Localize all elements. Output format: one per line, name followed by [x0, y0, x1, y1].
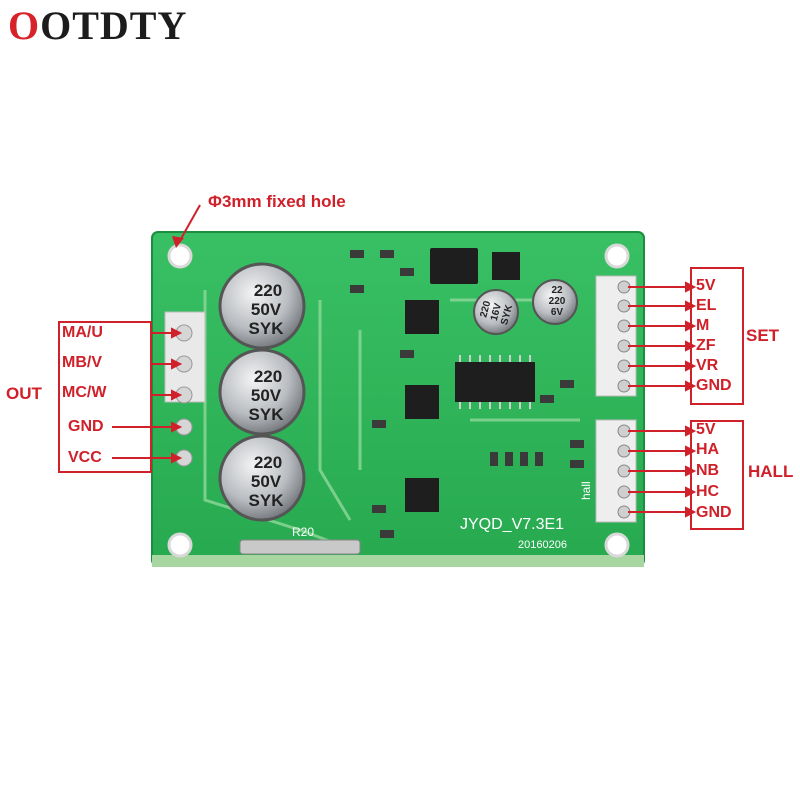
hall-pin-5v: 5V	[696, 421, 716, 438]
cap-small2-line1: 22	[551, 285, 563, 296]
set-header	[595, 275, 637, 397]
set-pin-zf: ZF	[696, 337, 716, 354]
hall-pin-nb: NB	[696, 462, 720, 479]
out-pin-gnd: GND	[68, 418, 104, 435]
board-model: JYQD_V7.3E1	[460, 516, 564, 533]
resistor-label: R20	[292, 525, 314, 539]
cap-small1-line2: 16V	[489, 302, 504, 322]
brand-logo: OOTDTY	[8, 2, 187, 49]
capacitor-large-2	[218, 348, 306, 436]
brand-first-letter: O	[8, 3, 41, 48]
hall-silk-label: hall	[579, 481, 593, 500]
out-pin-mb: MB/V	[62, 354, 102, 371]
hall-group-label: HALL	[748, 462, 794, 481]
hall-pin-gnd: GND	[696, 504, 732, 521]
out-pin-box	[58, 321, 152, 473]
hall-pin-ha: HA	[696, 441, 720, 458]
set-pin-5v: 5V	[696, 277, 716, 294]
capacitor-small-1	[473, 289, 519, 335]
cap3-line2: 50V	[251, 472, 282, 491]
brand-rest: OTDTY	[40, 3, 188, 48]
cap-small1-line1: 220	[478, 299, 493, 318]
set-pin-m: M	[696, 317, 710, 334]
capacitor-large-1	[218, 262, 306, 350]
cap3-line3: SYK	[249, 491, 285, 510]
set-pin-el: EL	[696, 297, 717, 314]
set-pin-box	[690, 267, 744, 405]
capacitor-small-2	[532, 279, 578, 325]
cap1-line1: 220	[254, 281, 282, 300]
cap-small2-line2: 220	[549, 296, 566, 307]
out-pin-ma: MA/U	[62, 324, 103, 341]
cap1-line3: SYK	[249, 319, 285, 338]
set-group-label: SET	[746, 326, 780, 345]
capacitor-large-3	[218, 434, 306, 522]
hall-pin-box	[690, 420, 744, 530]
cap-small2-line3: 6V	[551, 307, 564, 318]
out-pin-mc: MC/W	[62, 384, 107, 401]
cap3-line1: 220	[254, 453, 282, 472]
hall-pin-hc: HC	[696, 483, 720, 500]
cap2-line1: 220	[254, 367, 282, 386]
out-pin-vcc: VCC	[68, 449, 102, 466]
cap2-line3: SYK	[249, 405, 285, 424]
cap2-line2: 50V	[251, 386, 282, 405]
set-pin-vr: VR	[696, 357, 719, 374]
cap-small1-line3: SYK	[499, 303, 515, 326]
board-date: 20160206	[518, 539, 567, 551]
out-group-label: OUT	[6, 384, 42, 403]
mounting-holes	[167, 243, 630, 558]
cap1-line2: 50V	[251, 300, 282, 319]
hole-annotation: Φ3mm fixed hole	[208, 192, 346, 211]
set-pin-gnd: GND	[696, 377, 732, 394]
